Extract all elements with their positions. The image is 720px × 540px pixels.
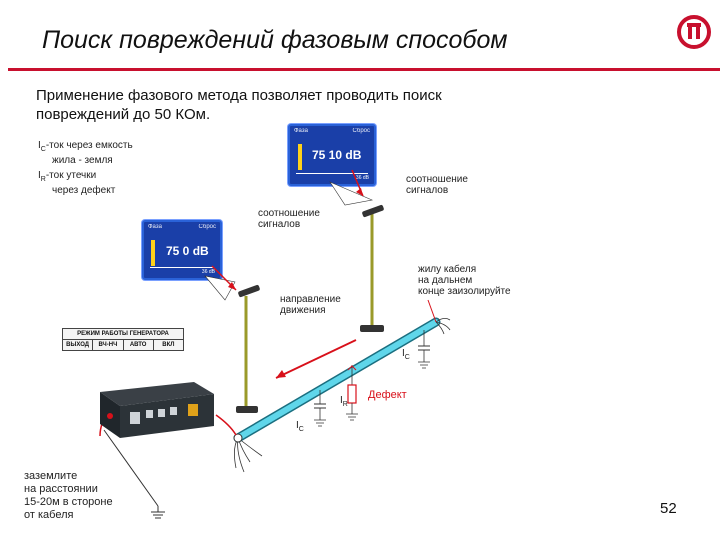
cable-ic-far-symbol: I — [402, 348, 405, 359]
intro-line-2: повреждений до 50 КОм. — [36, 106, 211, 123]
ground-symbol-4 — [151, 511, 165, 519]
ratio-left-line-2: сигналов — [258, 219, 301, 230]
ratio-left-line-1: соотношение — [258, 208, 320, 219]
panel-top-scale — [296, 173, 368, 174]
generator-mode-title: РЕЖИМ РАБОТЫ ГЕНЕРАТОРА — [63, 329, 183, 340]
ground-line-4: от кабеля — [24, 509, 74, 521]
ground-symbol-1 — [418, 361, 430, 369]
device-to-cable-arrow — [215, 414, 237, 436]
generator-mode-table: РЕЖИМ РАБОТЫ ГЕНЕРАТОРА ВЫХОД ВЧ-НЧ АВТО… — [62, 328, 184, 351]
header-divider — [8, 68, 720, 71]
direction-label: направление движения — [280, 294, 341, 316]
probe-left-handle — [238, 284, 260, 298]
receiver-display-left: Фаза Сброс 75 0 dB 36 dB — [142, 220, 222, 280]
ir-sub: R — [40, 176, 46, 183]
cable-near-end-wires — [234, 437, 263, 473]
panel-left-scale — [150, 267, 214, 268]
generator-mode-output: ВЫХОД — [63, 340, 94, 350]
ratio-left-label: соотношение сигналов — [258, 208, 320, 230]
panel-top-header-right: Сброс — [352, 128, 370, 134]
probe-right-handle — [362, 204, 384, 218]
ground-line-3: 15-20м в стороне — [24, 496, 113, 508]
ic-text-1: -ток через емкость — [45, 140, 133, 151]
panel-left-value: 75 0 dB — [166, 244, 209, 258]
ic-sub: C — [40, 146, 46, 153]
cable-body — [235, 319, 439, 441]
ic-symbol: I — [38, 140, 41, 151]
cable-current-ic-near: IC — [296, 420, 304, 433]
ratio-top-line-2: сигналов — [406, 185, 449, 196]
slide-title: Поиск повреждений фазовым способом — [42, 26, 508, 54]
page-number: 52 — [660, 500, 677, 517]
generator-mode-hf-lf: ВЧ-НЧ — [93, 340, 124, 350]
ir-text-1: -ток утечки — [45, 170, 97, 181]
ic-legend: IC-ток через емкость жила - земля — [38, 140, 133, 166]
panel-top-header-left: Фаза — [294, 128, 308, 134]
cable-end-line-2: на дальнем — [418, 275, 473, 286]
panel-top-value: 75 10 dB — [312, 148, 362, 162]
cable-end-terminal — [233, 433, 243, 443]
cable-end-label: жилу кабеля на дальнем конце заизолируйт… — [418, 264, 511, 297]
panel-top-level-bar — [298, 144, 302, 170]
generator-mode-auto: АВТО — [124, 340, 154, 350]
cable-end-arrow — [427, 299, 437, 323]
ir-symbol: I — [38, 170, 41, 181]
generator-mode-on: ВКЛ — [162, 342, 175, 348]
panel-left-bottom: 36 dB — [201, 269, 215, 275]
direction-line-1: направление — [280, 294, 341, 305]
cable-current-ic-far: IC — [402, 348, 410, 361]
cable-end-line-1: жилу кабеля — [418, 264, 477, 275]
receiver-display-top: Фаза Сброс 75 10 dB 36 dB — [288, 124, 376, 186]
ir-text-2: через дефект — [52, 185, 116, 196]
probe-right-foot — [360, 325, 384, 332]
panel-left-header-left: Фаза — [148, 224, 162, 230]
ground-symbol-2 — [346, 413, 358, 421]
ratio-top-line-1: соотношение — [406, 174, 468, 185]
cable-ic-near-symbol: I — [296, 420, 299, 431]
cable-far-end-wires — [435, 318, 451, 335]
probe-left-foot — [236, 406, 258, 413]
ir-legend: IR-ток утечки через дефект — [38, 170, 115, 196]
direction-line-2: движения — [280, 305, 326, 316]
direction-arrow-line — [275, 339, 357, 379]
ground-line-1: заземлите — [24, 470, 78, 482]
ratio-top-label: соотношение сигналов — [406, 174, 468, 196]
defect-resistor — [347, 384, 357, 404]
cable-outline — [233, 317, 441, 443]
defect-label: Дефект — [368, 389, 407, 401]
intro-line-1: Применение фазового метода позволяет про… — [36, 87, 442, 104]
ground-instruction: заземлите на расстоянии 15-20м в стороне… — [24, 470, 113, 522]
cable-end-line-3: конце заизолируйте — [418, 286, 511, 297]
company-logo-icon — [677, 15, 711, 49]
panel-left-level-bar — [151, 240, 155, 266]
cable-current-ir: IR — [340, 395, 348, 408]
intro-text: Применение фазового метода позволяет про… — [36, 86, 556, 124]
ground-symbol-3 — [314, 419, 326, 427]
cable-ir-symbol: I — [340, 395, 343, 406]
ic-text-2: жила - земля — [52, 155, 113, 166]
panel-top-bottom: 36 dB — [355, 175, 369, 181]
direction-arrow-head — [276, 370, 286, 378]
ground-line-2: на расстоянии — [24, 483, 98, 495]
generator-device-icon — [100, 382, 214, 438]
panel-left-header-right: Сброс — [198, 224, 216, 230]
